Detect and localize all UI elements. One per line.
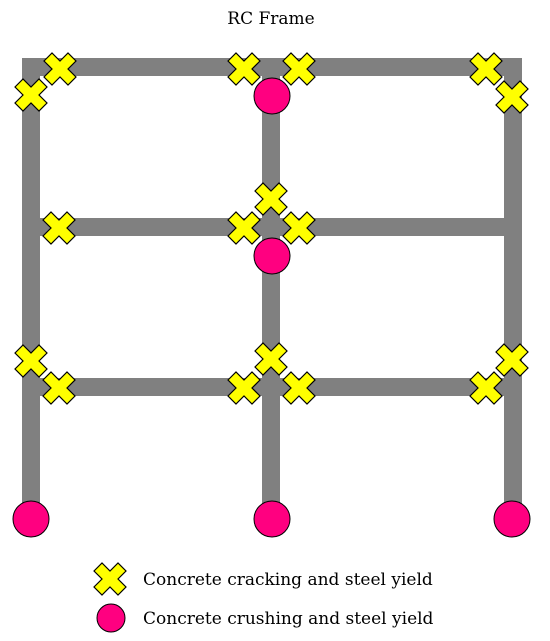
legend-item-cracking: Concrete cracking and steel yield	[93, 562, 433, 596]
beam-first-floor	[22, 378, 522, 396]
beam-second-floor	[22, 218, 522, 236]
legend-item-crushing: Concrete crushing and steel yield	[96, 603, 434, 633]
x-cross-icon	[93, 562, 127, 596]
legend-label: Concrete crushing and steel yield	[143, 609, 434, 629]
circle-icon	[12, 500, 50, 538]
column-right	[504, 58, 522, 518]
circle-icon	[253, 500, 291, 538]
column-middle	[262, 58, 280, 518]
circle-icon	[253, 237, 291, 275]
legend: Concrete cracking and steel yield Concre…	[93, 562, 434, 633]
legend-label: Concrete cracking and steel yield	[143, 570, 433, 590]
beam-roof	[22, 58, 522, 76]
column-left	[22, 58, 40, 518]
diagram-title: RC Frame	[227, 9, 314, 29]
circle-icon	[253, 77, 291, 115]
circle-icon	[493, 500, 531, 538]
frame-members	[22, 58, 522, 518]
crushing-markers	[12, 77, 531, 538]
circle-icon	[96, 603, 126, 633]
